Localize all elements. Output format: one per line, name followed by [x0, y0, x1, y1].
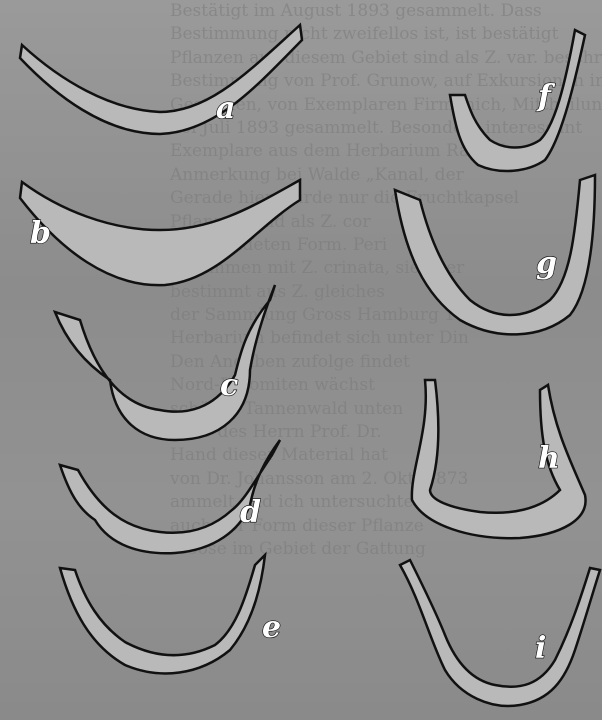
cross-section-f — [450, 30, 585, 171]
cross-section-g — [395, 175, 595, 334]
cross-section-b — [20, 180, 300, 285]
panel-label-c: c — [220, 368, 238, 403]
panel-label-b: b — [30, 216, 51, 251]
panel-label-g: g — [536, 246, 557, 281]
cross-section-i — [400, 560, 600, 706]
panel-label-f: f — [536, 79, 556, 114]
panel-label-a: a — [216, 91, 235, 126]
cross-section-c — [55, 285, 275, 440]
panel-label-h: h — [538, 441, 560, 476]
panel-label-d: d — [240, 495, 261, 530]
panel-label-e: e — [262, 610, 281, 645]
cross-section-e — [60, 555, 265, 673]
panel-label-i: i — [535, 631, 546, 666]
cross-section-a — [20, 25, 302, 134]
